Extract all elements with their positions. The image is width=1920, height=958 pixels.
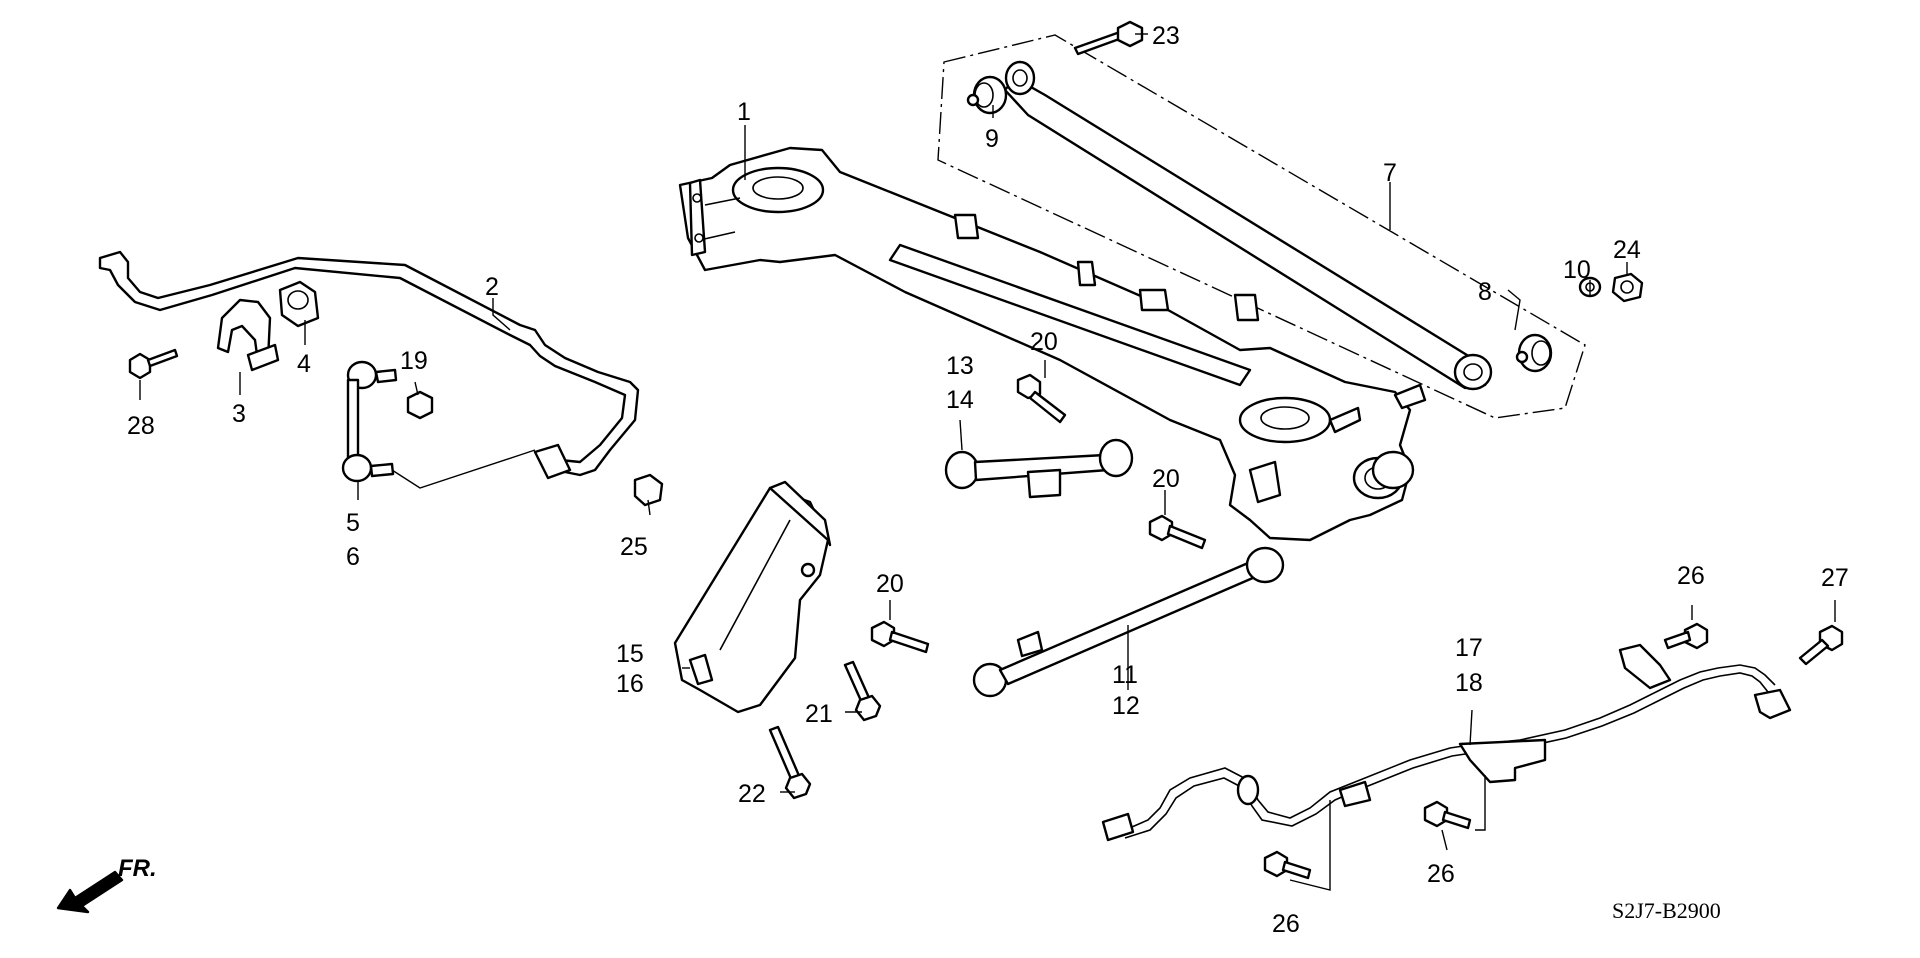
callout-5: 5	[346, 509, 360, 537]
bushing-9	[966, 75, 1008, 115]
bolt-26-c	[1263, 850, 1312, 880]
stabilizer-bar	[98, 250, 640, 480]
callout-23: 23	[1152, 22, 1180, 50]
callout-16: 16	[616, 670, 644, 698]
callout-26-a: 26	[1677, 562, 1705, 590]
callout-20-lower: 20	[1152, 465, 1180, 493]
sensor-harness-17-18	[1101, 643, 1792, 842]
bolt-27	[1798, 624, 1844, 666]
nut-24	[1611, 272, 1644, 303]
front-direction-label: FR.	[118, 855, 157, 882]
bracket-15-16	[673, 480, 832, 714]
lower-arm-11-12	[972, 546, 1285, 698]
leader-lines	[139, 33, 1836, 891]
callout-8: 8	[1478, 278, 1492, 306]
bolt-21	[843, 660, 882, 722]
callout-labels: 1 2 3 4 5 6 7 8 9 10 11 12 13 14 15 16 1…	[127, 22, 1849, 938]
bushing-8	[1515, 333, 1553, 373]
callout-7: 7	[1383, 159, 1397, 187]
callout-14: 14	[946, 386, 974, 414]
callout-22: 22	[738, 780, 766, 808]
rear-axle-beam	[678, 146, 1427, 542]
callout-12: 12	[1112, 692, 1140, 720]
callout-10: 10	[1563, 256, 1591, 284]
stabilizer-holder-3	[216, 298, 280, 372]
callout-28: 28	[127, 412, 155, 440]
bolt-26-b	[1423, 800, 1472, 830]
callout-2: 2	[485, 273, 499, 301]
nut-25	[633, 473, 664, 507]
callout-25: 25	[620, 533, 648, 561]
callout-4: 4	[297, 350, 311, 378]
front-direction-arrow: FR.	[56, 855, 157, 914]
trailing-arm	[1003, 60, 1493, 391]
nut-19	[406, 390, 434, 420]
bolt-20-bracket	[870, 620, 930, 654]
callout-17: 17	[1455, 634, 1483, 662]
callout-6: 6	[346, 543, 360, 571]
bolt-20-lower	[1148, 514, 1207, 550]
callout-21: 21	[805, 700, 833, 728]
callout-20-upper: 20	[1030, 328, 1058, 356]
bolt-22	[768, 725, 812, 800]
trailing-arm-group-box	[937, 34, 1586, 419]
stabilizer-bushing-4	[278, 280, 320, 328]
callout-26-c: 26	[1272, 910, 1300, 938]
callout-18: 18	[1455, 669, 1483, 697]
callout-1: 1	[737, 98, 751, 126]
callout-11: 11	[1112, 661, 1138, 689]
callout-26-b: 26	[1427, 860, 1455, 888]
stabilizer-link-5-6	[341, 360, 398, 483]
bolt-23	[1073, 20, 1144, 56]
bolt-26-a	[1663, 622, 1709, 650]
bolt-28	[128, 348, 179, 380]
upper-arm-13-14	[944, 438, 1134, 499]
callout-20-bracket: 20	[876, 570, 904, 598]
callout-13: 13	[946, 352, 974, 380]
callout-24: 24	[1613, 236, 1641, 264]
callout-27: 27	[1821, 564, 1849, 592]
callout-15: 15	[616, 640, 644, 668]
callout-9: 9	[985, 125, 999, 153]
diagram-code: S2J7-B2900	[1612, 898, 1721, 923]
callout-3: 3	[232, 400, 246, 428]
bolt-20-upper	[1016, 373, 1067, 424]
callout-19: 19	[400, 347, 428, 375]
